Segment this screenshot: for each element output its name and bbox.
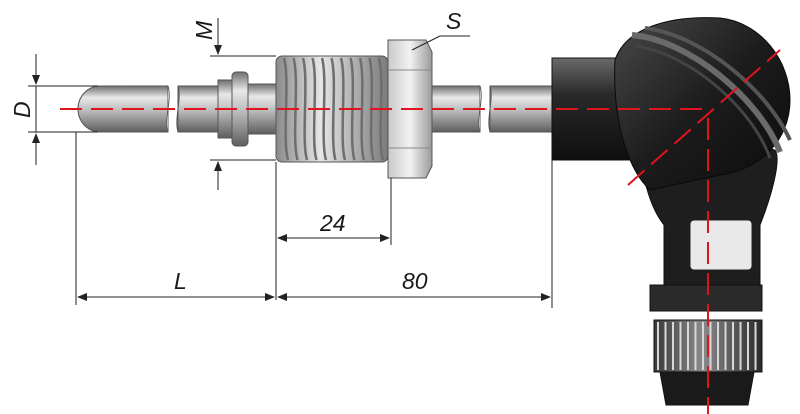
- label-head-offset: 80: [402, 268, 428, 294]
- label-thread-length: 24: [319, 210, 346, 236]
- label-wrench-size: S: [446, 8, 462, 34]
- dimensions: [28, 18, 553, 308]
- threaded-fitting: [275, 55, 389, 163]
- diagonal-axis: [627, 49, 781, 186]
- thread-groove: [330, 57, 337, 161]
- thread-groove: [301, 57, 309, 161]
- thread-grooves: [282, 57, 385, 161]
- axis-lines: [60, 49, 781, 414]
- label-diameter: D: [9, 101, 35, 118]
- connection-head: [551, 17, 792, 406]
- label-thread: M: [191, 20, 217, 40]
- thread-groove: [358, 57, 366, 161]
- label-length: L: [174, 268, 187, 294]
